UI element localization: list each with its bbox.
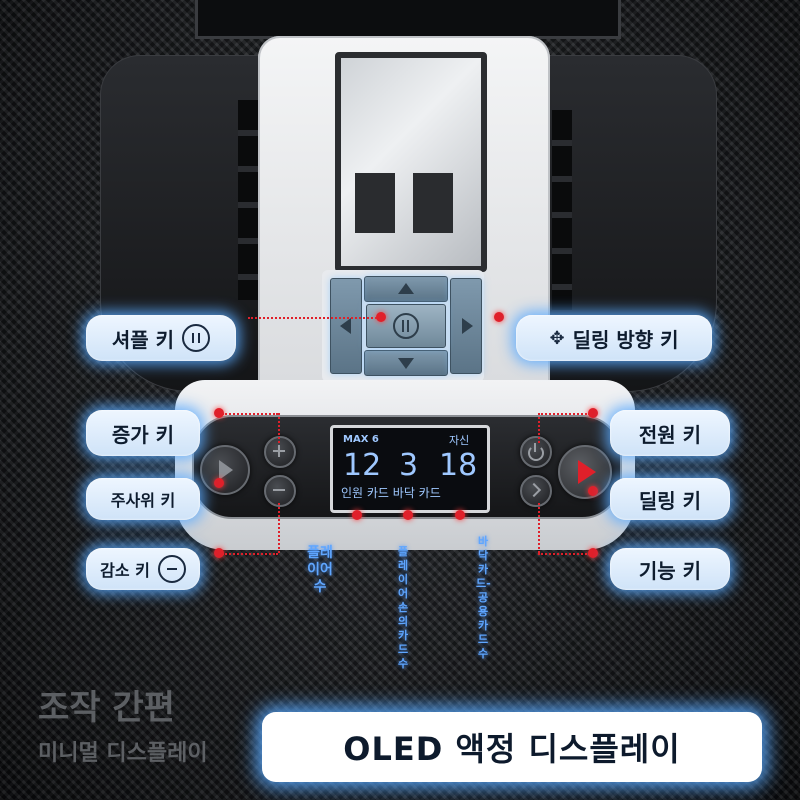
label-dice-key: 주사위 키 <box>86 478 200 520</box>
headline-subtitle: 미니멀 디스플레이 <box>38 741 208 766</box>
oled-cards-count: 3 <box>399 448 419 483</box>
annotation-floor-cards: 바닥카드-공용카드수 <box>476 535 491 660</box>
label-increase-text: 증가 키 <box>111 422 175 447</box>
marker-hand-cards <box>403 510 413 520</box>
marker-decrease <box>214 548 224 558</box>
label-function-text: 기능 키 <box>638 558 702 583</box>
card-tray-cover <box>335 52 487 272</box>
connector-increase-v <box>278 413 280 443</box>
arrow-up-icon <box>398 283 414 294</box>
oled-self: 자신 <box>449 434 470 447</box>
oled-max: MAX 6 <box>343 434 379 445</box>
dpad-up-button[interactable] <box>364 276 448 302</box>
connector-power <box>538 413 590 415</box>
marker-players <box>352 510 362 520</box>
marker-floor-cards <box>455 510 465 520</box>
dpad-cross-icon: ✥ <box>549 327 565 349</box>
power-button[interactable] <box>520 436 552 468</box>
marker-dice <box>214 478 224 488</box>
oled-players-count: 12 <box>343 448 382 483</box>
dpad-right-button[interactable] <box>450 278 482 374</box>
label-dealing-key: 딜링 키 <box>610 478 730 520</box>
oled-banner: OLED 액정 디스플레이 <box>262 712 762 782</box>
connector-decrease <box>222 553 278 555</box>
annotation-players: 플레이어수 <box>307 545 333 595</box>
marker-increase <box>214 408 224 418</box>
connector-decrease-v <box>278 503 280 553</box>
connector-function <box>538 553 590 555</box>
arrow-down-icon <box>398 358 414 369</box>
label-dealing-text: 딜링 키 <box>638 488 702 513</box>
label-shuffle-key: 셔플 키 <box>86 315 236 361</box>
oled-display: MAX 6 자신 12 3 18 인원 카드 바닥 카드 <box>330 425 490 513</box>
label-function-key: 기능 키 <box>610 548 730 590</box>
marker-shuffle <box>376 312 386 322</box>
play-icon <box>219 460 233 480</box>
label-decrease-key: 감소 키 <box>86 548 200 590</box>
minus-circle-icon <box>157 555 186 583</box>
chevron-right-icon <box>526 482 542 498</box>
cover-window-left <box>355 173 395 233</box>
label-dealing-direction-key: ✥ 딜링 방향 키 <box>516 315 712 361</box>
marker-power <box>588 408 598 418</box>
dpad-left-button[interactable] <box>330 278 362 374</box>
dealing-button[interactable] <box>558 445 612 499</box>
left-vent <box>238 100 258 300</box>
increase-button[interactable] <box>264 436 296 468</box>
oled-floor-count: 18 <box>439 448 478 483</box>
pause-circle-icon <box>182 324 211 352</box>
connector-increase <box>222 413 278 415</box>
label-dice-text: 주사위 키 <box>110 491 176 510</box>
dice-button[interactable] <box>200 445 250 495</box>
label-dealing-direction-text: 딜링 방향 키 <box>572 327 679 352</box>
power-icon <box>528 445 544 461</box>
function-button[interactable] <box>520 475 552 507</box>
marker-dealing <box>588 486 598 496</box>
annotation-hand-cards: 플레이어손의카드수 <box>397 545 409 670</box>
arrow-left-icon <box>340 318 351 334</box>
cover-window-right <box>413 173 453 233</box>
label-increase-key: 증가 키 <box>86 410 200 456</box>
connector-power-v <box>538 413 540 443</box>
label-power-text: 전원 키 <box>638 422 702 447</box>
label-shuffle-text: 셔플 키 <box>111 327 175 352</box>
top-rail <box>195 0 621 39</box>
headline-title: 조작 간편 <box>38 688 175 728</box>
connector-shuffle <box>248 317 380 319</box>
label-power-key: 전원 키 <box>610 410 730 456</box>
decrease-button[interactable] <box>264 475 296 507</box>
play-red-icon <box>578 460 596 484</box>
oled-bottom-text: 인원 카드 바닥 카드 <box>341 486 441 500</box>
pause-icon <box>393 313 419 339</box>
marker-function <box>588 548 598 558</box>
arrow-right-icon <box>462 318 473 334</box>
connector-function-v <box>538 503 540 553</box>
label-decrease-text: 감소 키 <box>100 561 150 580</box>
shuffle-button[interactable] <box>366 304 446 348</box>
minus-icon <box>273 489 285 491</box>
right-vent <box>552 110 572 310</box>
dpad-down-button[interactable] <box>364 350 448 376</box>
marker-dpad <box>494 312 504 322</box>
